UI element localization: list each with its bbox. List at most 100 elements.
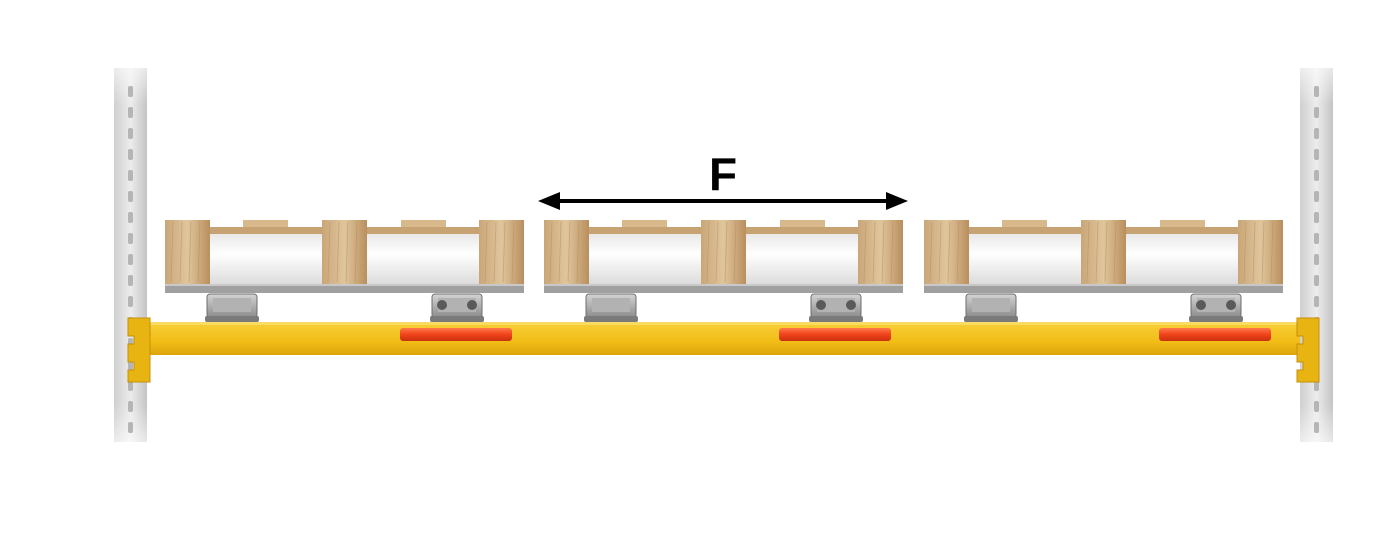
wood-grain (188, 221, 192, 283)
wood-grain (511, 221, 515, 283)
wood-grain (1261, 221, 1265, 283)
roller-base (1189, 316, 1243, 322)
wood-grain (327, 221, 331, 283)
wood-grain (947, 221, 951, 283)
rack-beam (127, 317, 1320, 383)
upright-slot (128, 170, 133, 181)
upright-slot (128, 128, 133, 139)
wood-grain (872, 221, 876, 283)
wood-grain (706, 221, 710, 283)
upright-slot (128, 422, 133, 433)
pallet-skid-highlight (924, 284, 1283, 286)
pallet-skid-highlight (544, 284, 903, 286)
wood-grain (502, 221, 506, 283)
pallet-top-board (401, 220, 446, 228)
roller-base (430, 316, 484, 322)
wood-grain (197, 221, 201, 283)
dimension-f: F (538, 148, 908, 210)
stop-bar (400, 328, 512, 341)
wood-grain (1086, 221, 1090, 283)
upright-slot (128, 254, 133, 265)
upright-slot (128, 212, 133, 223)
wood-grain (724, 221, 728, 283)
upright-slot (128, 233, 133, 244)
roller-face (817, 298, 855, 312)
roller-bracket-icon (964, 293, 1018, 322)
upright-slot (1314, 254, 1319, 265)
wood-grain (179, 221, 183, 283)
upright-slot (128, 149, 133, 160)
roller-wheel (437, 300, 447, 310)
upright-slot (128, 380, 133, 391)
pallet-top-board (243, 220, 288, 228)
roller-bracket-icon (430, 293, 484, 322)
roller-bracket-icon (1189, 293, 1243, 322)
pallet-group (165, 220, 1283, 341)
wood-grain (929, 221, 933, 283)
pallet-top-board (1160, 220, 1205, 228)
beam-connector (127, 317, 151, 383)
roller-wheel (467, 300, 477, 310)
wood-grain (1270, 221, 1274, 283)
wood-grain (493, 221, 497, 283)
pallet-top-board (780, 220, 825, 228)
roller-wheel (846, 300, 856, 310)
roller-face (972, 298, 1010, 312)
pallet-top-board (1002, 220, 1047, 228)
upright-slot (1314, 149, 1319, 160)
beam-body (136, 322, 1300, 355)
upright-slot (1314, 128, 1319, 139)
roller-base (584, 316, 638, 322)
wood-grain (890, 221, 894, 283)
roller-wheel (816, 300, 826, 310)
upright-slot (1314, 107, 1319, 118)
upright-slot (1314, 86, 1319, 97)
pallet-skid (165, 284, 524, 293)
wood-grain (576, 221, 580, 283)
wood-grain (567, 221, 571, 283)
roller-face (592, 298, 630, 312)
upright-slot (128, 296, 133, 307)
dimension-label: F (709, 148, 737, 200)
upright-slot (1314, 191, 1319, 202)
wood-grain (881, 221, 885, 283)
roller-bracket-icon (205, 293, 259, 322)
roller-bracket-icon (584, 293, 638, 322)
roller-face (438, 298, 476, 312)
wood-grain (733, 221, 737, 283)
upright-slot (128, 275, 133, 286)
wood-grain (336, 221, 340, 283)
roller-wheel (1196, 300, 1206, 310)
pallet (544, 220, 903, 341)
upright-slot (128, 191, 133, 202)
beam-highlight (136, 322, 1300, 325)
beam-connector (1296, 317, 1320, 383)
wood-grain (345, 221, 349, 283)
wood-grain (863, 221, 867, 283)
wood-grain (1113, 221, 1117, 283)
pallet-skid-highlight (165, 284, 524, 286)
wood-grain (1243, 221, 1247, 283)
pallet-top-board (622, 220, 667, 228)
wood-grain (549, 221, 553, 283)
upright-slot (1314, 422, 1319, 433)
roller-base (205, 316, 259, 322)
upright-slot (128, 107, 133, 118)
stop-bar (779, 328, 891, 341)
pallet-skid (544, 284, 903, 293)
upright-slot (1314, 380, 1319, 391)
roller-face (1197, 298, 1235, 312)
roller-face (213, 298, 251, 312)
stop-bar-icon (779, 328, 891, 341)
wood-grain (558, 221, 562, 283)
upright-slot (128, 86, 133, 97)
upright-slot (1314, 233, 1319, 244)
upright-slot (1314, 296, 1319, 307)
double-headed-arrow-icon (538, 192, 908, 210)
wood-grain (956, 221, 960, 283)
upright-slot (1314, 275, 1319, 286)
upright-slot (1314, 212, 1319, 223)
wood-grain (715, 221, 719, 283)
wood-grain (354, 221, 358, 283)
